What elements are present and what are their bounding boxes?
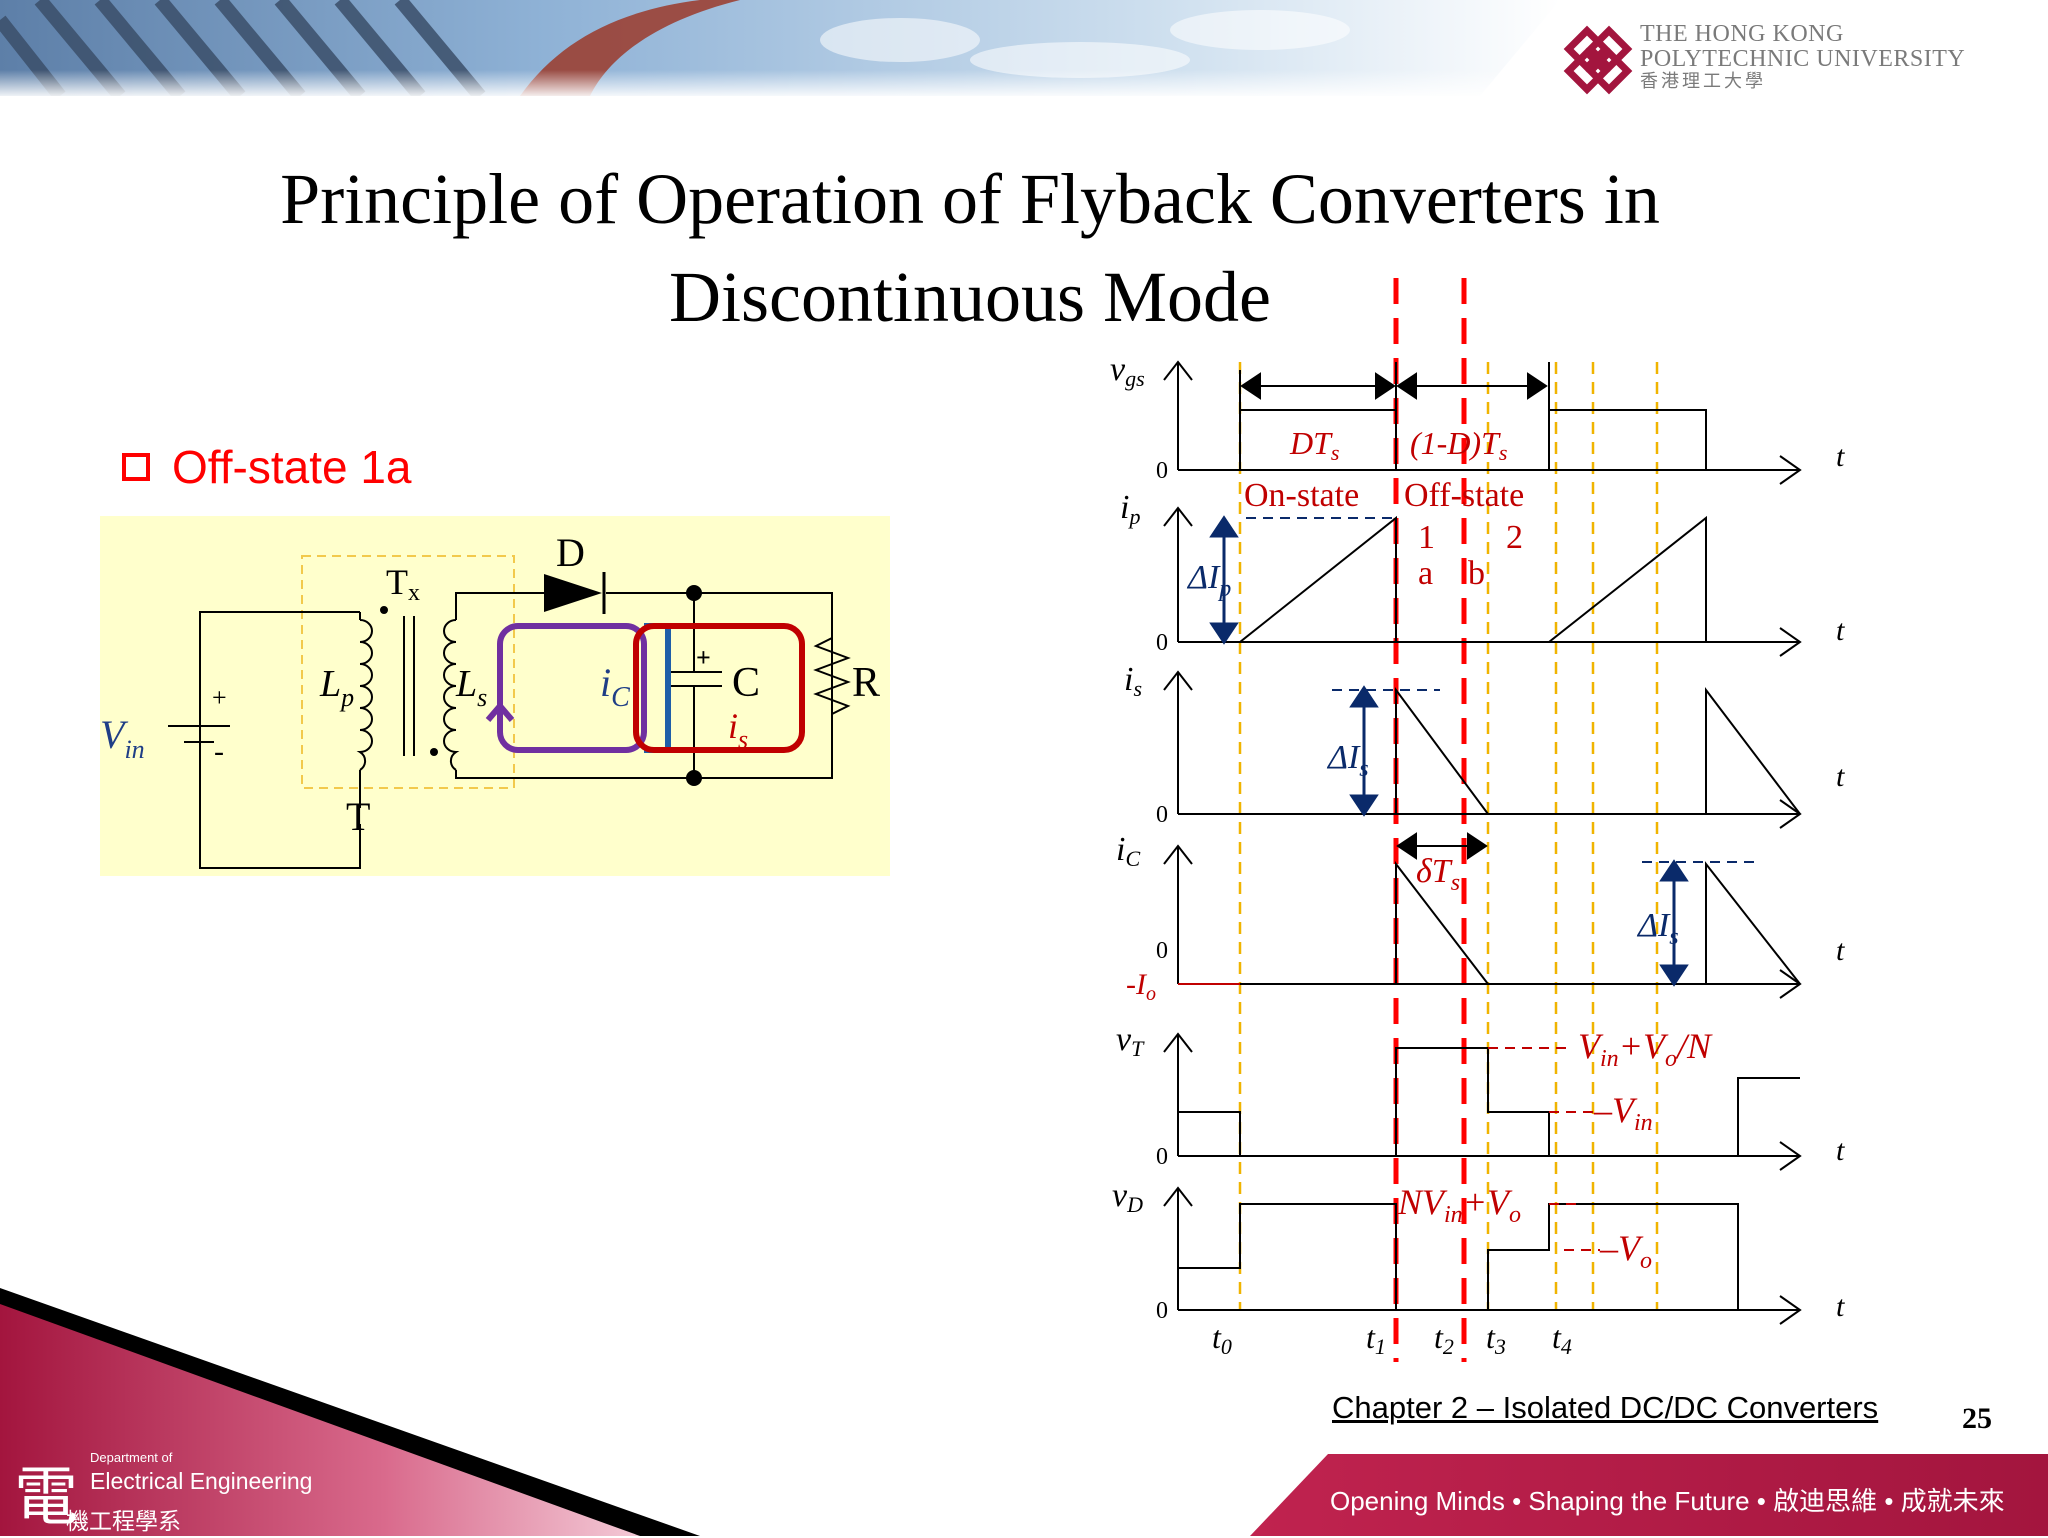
- delta-is2-arrow: [1659, 859, 1689, 987]
- department-name: Electrical Engineering: [90, 1468, 313, 1494]
- capacitor-label: C: [732, 660, 760, 706]
- ls-label: Ls: [455, 663, 487, 712]
- bullet-text: Off-state 1a: [172, 441, 412, 493]
- waveform-timing-diagram: vgs ip is iC vT vD 0 0 0 0 0 0 t t t t t…: [1110, 278, 1845, 1362]
- delta-ts-label: δTs: [1416, 853, 1460, 896]
- signal-label-ic: iC: [1116, 831, 1140, 871]
- region-b-label: b: [1468, 555, 1485, 592]
- is-current-loop: [633, 623, 805, 753]
- time-tick-t3: t3: [1486, 1319, 1506, 1359]
- t-axis-label-ip: t: [1836, 614, 1845, 647]
- zero-ic: 0: [1156, 938, 1168, 964]
- delta-is-label: ΔIs: [1326, 739, 1369, 782]
- resistor-label: R: [852, 660, 880, 706]
- vT-waveform: [1178, 1047, 1800, 1157]
- on-state-label: On-state: [1244, 477, 1359, 514]
- vD-high-label: NVin+Vo: [1397, 1182, 1521, 1228]
- t-axis-label-vgs: t: [1836, 440, 1845, 473]
- t-axis-label-vT: t: [1836, 1134, 1845, 1167]
- flyback-circuit-diagram: Vin + - Lp Ls Tx T D iC is + C R: [100, 516, 890, 876]
- zero-vD: 0: [1156, 1298, 1168, 1324]
- transformer-box: [301, 555, 515, 789]
- vT-low-label: –Vin: [1593, 1090, 1653, 1136]
- signal-label-is: is: [1124, 661, 1142, 701]
- footer-decoration: [0, 1288, 2048, 1536]
- node-top: [686, 585, 702, 601]
- switch-t-label: T: [346, 794, 370, 839]
- signal-label-vD: vD: [1112, 1177, 1143, 1217]
- ip-waveform: [1178, 515, 1780, 643]
- zero-vgs: 0: [1156, 458, 1168, 484]
- lp-label: Lp: [319, 663, 354, 712]
- ic-label: iC: [600, 660, 630, 713]
- interval-arrows: [1239, 362, 1550, 410]
- circuit-background: [100, 516, 890, 876]
- time-tick-t2: t2: [1434, 1319, 1454, 1359]
- header-banner: [0, 0, 2048, 96]
- department-name-cn: 機工程學系: [66, 1508, 181, 1534]
- secondary-coil: [443, 619, 460, 771]
- signal-label-vgs: vgs: [1110, 351, 1145, 391]
- chapter-footer-link[interactable]: Chapter 2 – Isolated DC/DC Converters: [1332, 1390, 1879, 1425]
- checkbox-bullet-icon: [122, 453, 150, 481]
- vD-waveform: [1178, 1203, 1780, 1311]
- page-number: 25: [1962, 1402, 1992, 1435]
- capacitor-plus: +: [696, 643, 711, 672]
- vin-label: Vin: [100, 712, 145, 764]
- university-name-line1: THE HONG KONG: [1640, 21, 1844, 47]
- time-tick-t4: t4: [1552, 1319, 1572, 1359]
- diode-icon: [544, 574, 602, 612]
- ic-current-loop: [497, 623, 647, 753]
- delta-ip-arrow: [1209, 515, 1239, 645]
- battery-plus: +: [212, 683, 227, 712]
- node-bottom: [686, 770, 702, 786]
- university-name-line2: POLYTECHNIC UNIVERSITY: [1640, 46, 1966, 73]
- off-state-label: Off-state: [1404, 477, 1524, 514]
- zero-is: 0: [1156, 802, 1168, 828]
- delta-is-arrow: [1349, 685, 1379, 817]
- tx-label: Tx: [386, 562, 420, 606]
- signal-label-vT: vT: [1116, 1021, 1145, 1061]
- vT-high-label: Vin+Vo/N: [1578, 1026, 1713, 1072]
- is-label: is: [728, 706, 748, 754]
- zero-vT: 0: [1156, 1144, 1168, 1170]
- signal-label-ip: ip: [1120, 489, 1140, 529]
- slide-title: Principle of Operation of Flyback Conver…: [280, 159, 1660, 337]
- secondary-dot: [430, 748, 438, 756]
- resistor-zigzag: [813, 593, 851, 778]
- bullet-item: Off-state 1a: [122, 440, 412, 494]
- time-tick-t1: t1: [1366, 1319, 1386, 1359]
- vD-low-label: –Vo: [1599, 1228, 1652, 1274]
- department-glyph: 電: [14, 1461, 78, 1535]
- loop-arrow-icon: [485, 701, 515, 730]
- delta-ip-label: ΔIp: [1186, 559, 1231, 602]
- delta-ts-arrow: [1396, 832, 1488, 860]
- primary-dot: [380, 606, 388, 614]
- university-motto: Opening Minds • Shaping the Future • 啟迪思…: [1330, 1486, 2005, 1516]
- primary-coil: [356, 619, 373, 771]
- zero-ip: 0: [1156, 630, 1168, 656]
- neg-io-label: -Io: [1126, 968, 1156, 1005]
- university-name: THE HONG KONG POLYTECHNIC UNIVERSITY 香港理…: [1640, 21, 1966, 92]
- interval-1mdts: (1-D)Ts: [1410, 425, 1507, 465]
- department-small-text: Department of: [90, 1450, 173, 1465]
- region-2-label: 2: [1506, 519, 1523, 556]
- university-name-cn: 香港理工大學: [1640, 71, 1766, 92]
- battery-minus: -: [214, 735, 224, 768]
- university-logo-icon: [1563, 25, 1633, 95]
- delta-is2-label: ΔIs: [1636, 907, 1679, 950]
- diode-label: D: [556, 530, 585, 575]
- region-1-label: 1: [1418, 519, 1435, 556]
- time-tick-t0: t0: [1212, 1319, 1232, 1359]
- banner-image: [0, 0, 2048, 96]
- t-axis-label-ic: t: [1836, 934, 1845, 967]
- vgs-waveform: [1178, 409, 1780, 471]
- interval-dts: DTs: [1289, 425, 1339, 465]
- region-a-label: a: [1418, 555, 1433, 592]
- t-axis-label-vD: t: [1836, 1290, 1845, 1323]
- is-waveform: [1178, 686, 1801, 815]
- t-axis-label-is: t: [1836, 760, 1845, 793]
